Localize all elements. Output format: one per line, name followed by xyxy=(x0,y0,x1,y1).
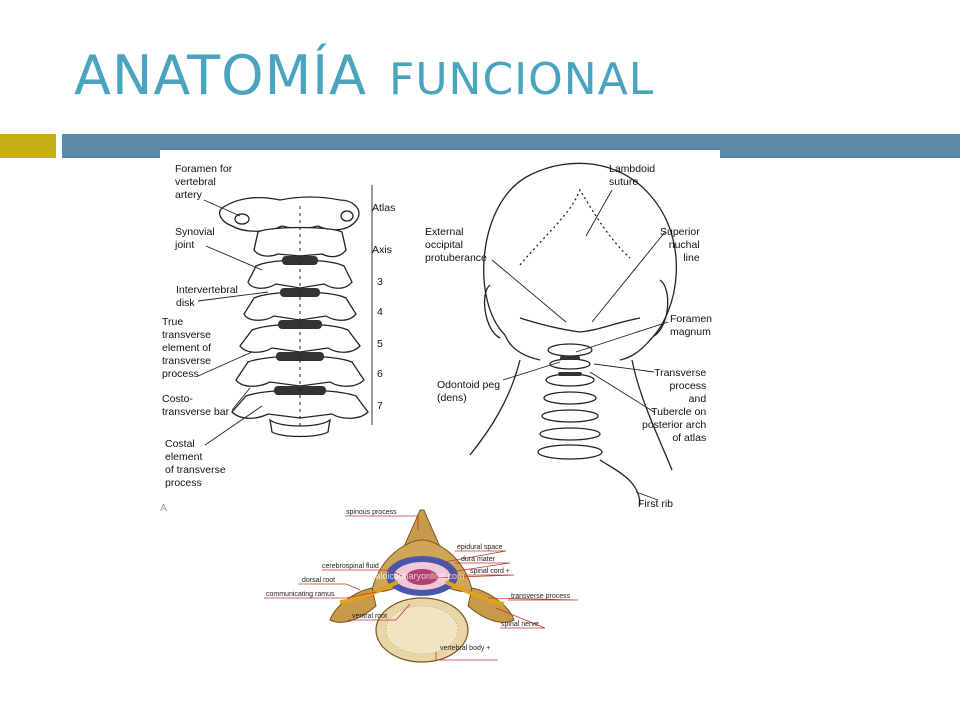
cervical-spine-drawing xyxy=(218,196,369,438)
head-neck-drawing xyxy=(469,162,677,506)
label-costo-transverse: Costo- transverse bar xyxy=(162,393,230,418)
label-dura-mater: dura mater xyxy=(461,556,495,563)
label-intervertebral-disk: Intervertebral disk xyxy=(176,284,238,309)
level-7: 7 xyxy=(377,400,383,412)
label-cerebrospinal-fluid: cerebrospinal fluid xyxy=(322,563,379,570)
label-communicating-ramus: communicating ramus xyxy=(266,591,335,598)
label-foramen-magnum: Foramen magnum xyxy=(670,313,713,338)
label-foramen-vertebral-artery: Foramen for vertebral artery xyxy=(175,163,233,201)
label-synovial-joint: Synovial joint xyxy=(175,226,215,251)
level-4: 4 xyxy=(377,306,383,318)
label-vertebral-body: vertebral body + xyxy=(440,645,491,652)
watermark: www.visualdictionaryonline.com xyxy=(338,571,465,581)
label-transverse-process-section: transverse process xyxy=(511,593,571,600)
label-superior-nuchal: Superior nuchal line xyxy=(660,226,700,264)
level-5: 5 xyxy=(377,338,383,350)
level-6: 6 xyxy=(377,368,383,380)
label-panel-letter: A xyxy=(160,502,168,514)
label-first-rib: First rib xyxy=(638,498,673,510)
label-transverse-process: Transverse process and Tubercle on poste… xyxy=(642,367,707,444)
label-dorsal-root: dorsal root xyxy=(302,577,336,584)
level-3: 3 xyxy=(377,276,383,288)
label-ventral-root: ventral root xyxy=(352,613,388,620)
label-true-transverse: True transverse element of transverse pr… xyxy=(162,316,212,380)
title-main: ANATOMÍA xyxy=(74,44,368,107)
level-atlas: Atlas xyxy=(372,202,396,214)
label-external-occipital: External occipital protuberance xyxy=(425,226,487,264)
label-costal-element: Costal element of transverse process xyxy=(165,438,226,489)
slide-title: ANATOMÍA FUNCIONAL xyxy=(74,44,654,107)
label-odontoid: Odontoid peg (dens) xyxy=(437,379,501,404)
label-spinal-nerve: spinal nerve xyxy=(501,621,539,628)
label-epidural-space: epidural space xyxy=(457,544,503,551)
label-lambdoid: Lambdoid suture xyxy=(609,163,656,188)
accent-bar-gold xyxy=(0,134,56,158)
label-spinal-cord: spinal cord + xyxy=(470,568,510,575)
title-sub: FUNCIONAL xyxy=(389,54,655,105)
vertebra-section-drawing xyxy=(329,509,515,663)
level-axis: Axis xyxy=(372,244,392,256)
label-spinous-process: spinous process xyxy=(346,509,397,516)
